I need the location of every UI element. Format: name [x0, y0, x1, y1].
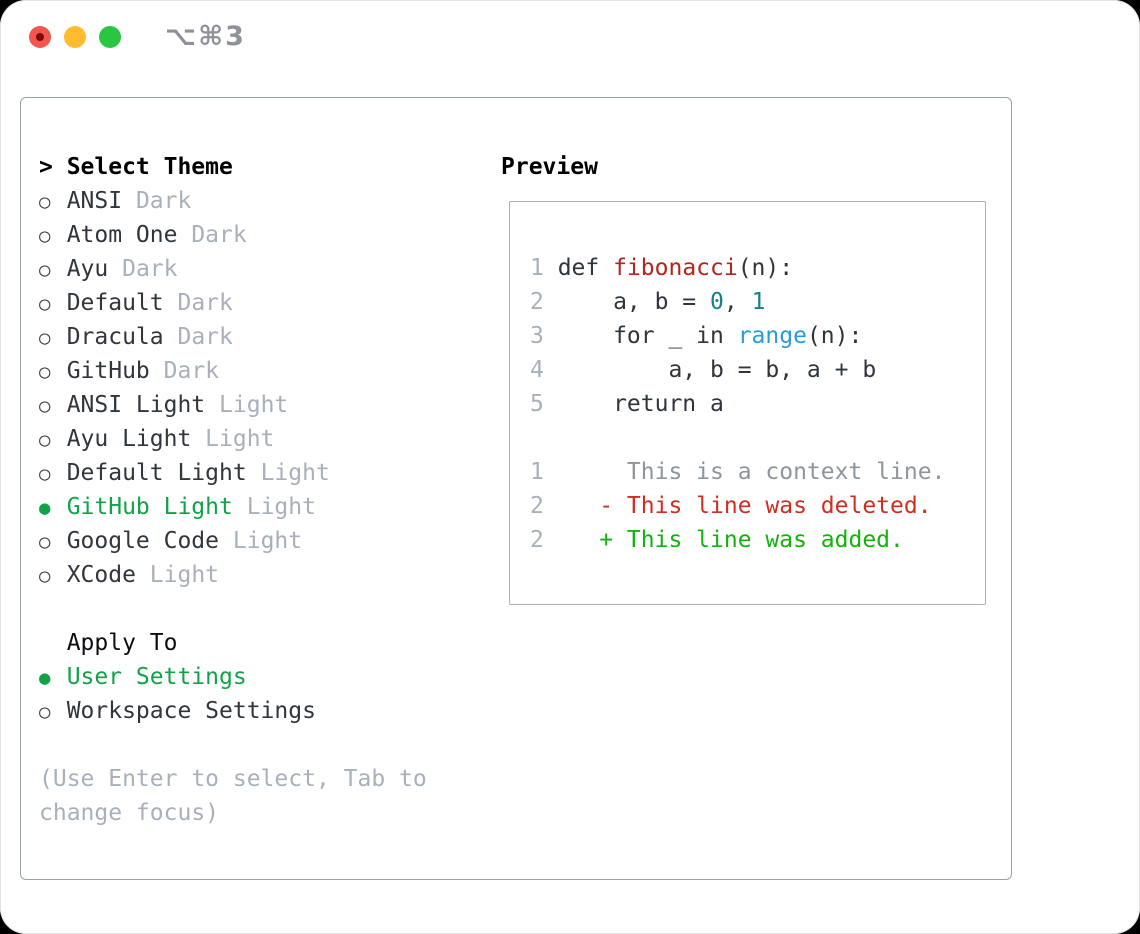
diff-added-line: 2 + This line was added. [530, 523, 985, 557]
preview-title: Preview [501, 154, 598, 180]
theme-option-dracula-dark[interactable]: ○Dracula Dark [39, 320, 427, 354]
radio-icon: ○ [39, 463, 51, 485]
theme-option-default-dark[interactable]: ○Default Dark [39, 286, 427, 320]
line-number: 2 [530, 289, 544, 315]
radio-icon: ○ [39, 429, 51, 451]
radio-icon: ○ [39, 293, 51, 315]
radio-selected-icon: ● [39, 497, 51, 519]
diff-deleted-line: 2 - This line was deleted. [530, 489, 985, 523]
window-title-shortcut: ⌥⌘3 [165, 21, 246, 52]
diff-context-line: 1 This is a context line. [530, 455, 985, 489]
select-theme-title: Select Theme [66, 154, 233, 180]
code-line: 2 a, b = 0, 1 [530, 285, 985, 319]
spacer [39, 728, 427, 762]
radio-icon: ○ [39, 395, 51, 417]
theme-option-ayu-light[interactable]: ○Ayu Light Light [39, 422, 427, 456]
radio-icon: ○ [39, 565, 51, 587]
maximize-button[interactable] [99, 26, 121, 48]
number-token: 0 [710, 289, 724, 315]
theme-option-github-light[interactable]: ●GitHub Light Light [39, 490, 427, 524]
line-number: 1 [530, 255, 544, 281]
keyboard-hint-line-2: change focus) [39, 800, 220, 826]
theme-option-default-light[interactable]: ○Default Light Light [39, 456, 427, 490]
line-number: 2 [530, 493, 544, 519]
theme-option-github-dark[interactable]: ○GitHub Dark [39, 354, 427, 388]
radio-icon: ○ [39, 531, 51, 553]
focus-cursor-icon: > [39, 154, 53, 180]
theme-option-ansi-dark[interactable]: ○ANSI Dark [39, 184, 427, 218]
theme-picker: >Select Theme ○ANSI Dark ○Atom One Dark … [39, 150, 427, 830]
theme-option-atom-one-dark[interactable]: ○Atom One Dark [39, 218, 427, 252]
theme-dialog: >Select Theme ○ANSI Dark ○Atom One Dark … [20, 97, 1012, 880]
line-number: 2 [530, 527, 544, 553]
radio-icon: ○ [39, 191, 51, 213]
close-button[interactable] [29, 26, 51, 48]
apply-option-user-settings[interactable]: ●User Settings [39, 660, 427, 694]
theme-option-xcode[interactable]: ○XCode Light [39, 558, 427, 592]
unsaved-dot-icon [36, 33, 44, 41]
radio-icon: ○ [39, 327, 51, 349]
code-line: 5 return a [530, 387, 985, 421]
theme-option-google-code[interactable]: ○Google Code Light [39, 524, 427, 558]
code-line: 4 a, b = b, a + b [530, 353, 985, 387]
apply-option-workspace-settings[interactable]: ○Workspace Settings [39, 694, 427, 728]
radio-icon: ○ [39, 259, 51, 281]
radio-icon: ○ [39, 225, 51, 247]
line-number: 5 [530, 391, 544, 417]
minimize-button[interactable] [64, 26, 86, 48]
window-titlebar: ⌥⌘3 [0, 0, 1140, 97]
number-token: 1 [751, 289, 766, 315]
line-number: 1 [530, 459, 544, 485]
spacer [530, 421, 985, 455]
code-line: 3 for _ in range(n): [530, 319, 985, 353]
theme-option-ayu-dark[interactable]: ○Ayu Dark [39, 252, 427, 286]
radio-selected-icon: ● [39, 667, 51, 689]
line-number: 3 [530, 323, 544, 349]
select-theme-header: > Select Theme [39, 150, 427, 184]
theme-option-ansi-light[interactable]: ○ANSI Light Light [39, 388, 427, 422]
keyboard-hint-line-1: (Use Enter to select, Tab to [39, 766, 427, 792]
spacer [39, 592, 427, 626]
apply-to-header: Apply To [66, 630, 178, 656]
function-name-token: fibonacci [613, 255, 738, 281]
radio-icon: ○ [39, 701, 51, 723]
radio-icon: ○ [39, 361, 51, 383]
builtin-token: range [737, 323, 807, 349]
line-number: 4 [530, 357, 544, 383]
